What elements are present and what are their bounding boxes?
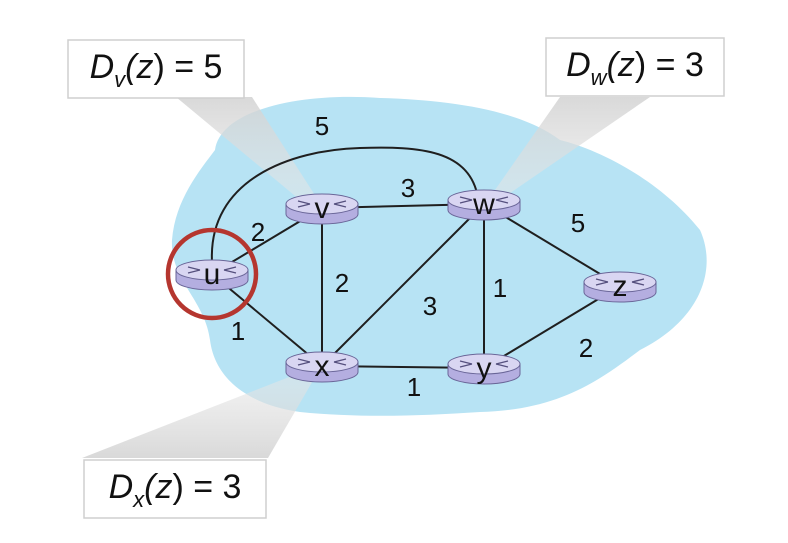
router-arrow-mark [495,363,509,368]
router-label-v: v [315,192,330,225]
router-arrow-mark [631,281,645,286]
router-label-w: w [472,188,495,221]
router-top [447,189,521,211]
router-arrow-mark [495,199,509,204]
router-arrow-mark [333,200,347,205]
router-arrow-mark [631,278,645,283]
cost-label-w-y: 1 [493,273,507,303]
router-top [447,353,521,375]
cost-label-v-x: 2 [335,268,349,298]
callout-part: ( [125,48,140,86]
router-w: w [447,188,521,221]
router-label-u: u [204,258,221,291]
router-top [285,193,359,215]
callout-part: ) = 3 [635,46,704,84]
callout-part: ) = 5 [153,48,222,86]
callout-x: Dx(z) = 3 [83,459,267,519]
cost-labels-layer: 2 1 5 3 2 3 1 1 5 2 [231,111,593,402]
callout-part: w [591,65,609,90]
callout-box [67,39,245,99]
callout-box [545,37,725,97]
router-y: y [447,352,521,385]
router-top [285,351,359,373]
router-arrow-mark [333,358,347,363]
router-arrow-mark [187,269,201,274]
router-z: z [583,270,657,303]
router-v: v [285,192,359,225]
cost-label-y-z: 2 [579,333,593,363]
callout-part: x [132,487,145,512]
router-arrow-mark [297,361,311,366]
callout-part: z [135,48,153,86]
callout-part: z [154,468,172,506]
router-arrow-mark [333,361,347,366]
router-arrow-mark [595,281,609,286]
router-arrow-mark [495,196,509,201]
router-arrow-mark [223,269,237,274]
link-u-w [210,146,479,263]
cost-label-v-w: 3 [401,173,415,203]
callout-part: D [109,468,134,506]
callout-part: z [617,46,635,84]
highlight-circle [165,227,259,321]
link-u-x [211,273,323,367]
callout-text-w: Dw(z) = 3 [566,46,704,90]
cost-label-u-v: 2 [251,217,265,247]
router-arrow-mark [459,363,473,368]
cost-label-w-z: 5 [571,208,585,238]
router-arrow-mark [459,360,473,365]
router-arrow-mark [495,360,509,365]
link-x-w [321,203,485,367]
router-arrow-mark [459,199,473,204]
cost-label-u-x: 1 [231,316,245,346]
routers-layer: u v w x y z [175,188,657,385]
router-x: x [285,350,359,383]
router-arrow-mark [297,203,311,208]
router-label-y: y [477,352,492,385]
cost-label-x-y: 1 [407,372,421,402]
callout-text-x: Dx(z) = 3 [109,468,242,512]
router-label-x: x [315,350,330,383]
router-u: u [175,258,249,291]
callout-part: ( [144,468,159,506]
callout-box [83,459,267,519]
router-label-z: z [613,270,628,303]
router-arrow-mark [297,358,311,363]
callout-beam-w [488,97,650,200]
callout-part: D [566,46,591,84]
callout-beam-v [176,97,318,200]
cost-label-x-w: 3 [423,291,437,321]
router-arrow-mark [459,196,473,201]
callout-part: v [114,67,127,92]
callout-beam-x [82,372,318,458]
router-arrow-mark [595,278,609,283]
network-cloud [171,96,707,416]
callout-w: Dw(z) = 3 [545,37,725,97]
cost-label-u-w: 5 [315,111,329,141]
router-top [175,259,249,281]
router-arrow-mark [223,266,237,271]
callout-text-v: Dv(z) = 5 [90,48,223,92]
router-arrow-mark [187,266,201,271]
callout-v: Dv(z) = 5 [67,39,245,99]
router-arrow-mark [333,203,347,208]
callout-part: ( [607,46,622,84]
router-arrow-mark [297,200,311,205]
router-top [583,271,657,293]
callout-part: D [90,48,115,86]
callout-part: ) = 3 [172,468,241,506]
